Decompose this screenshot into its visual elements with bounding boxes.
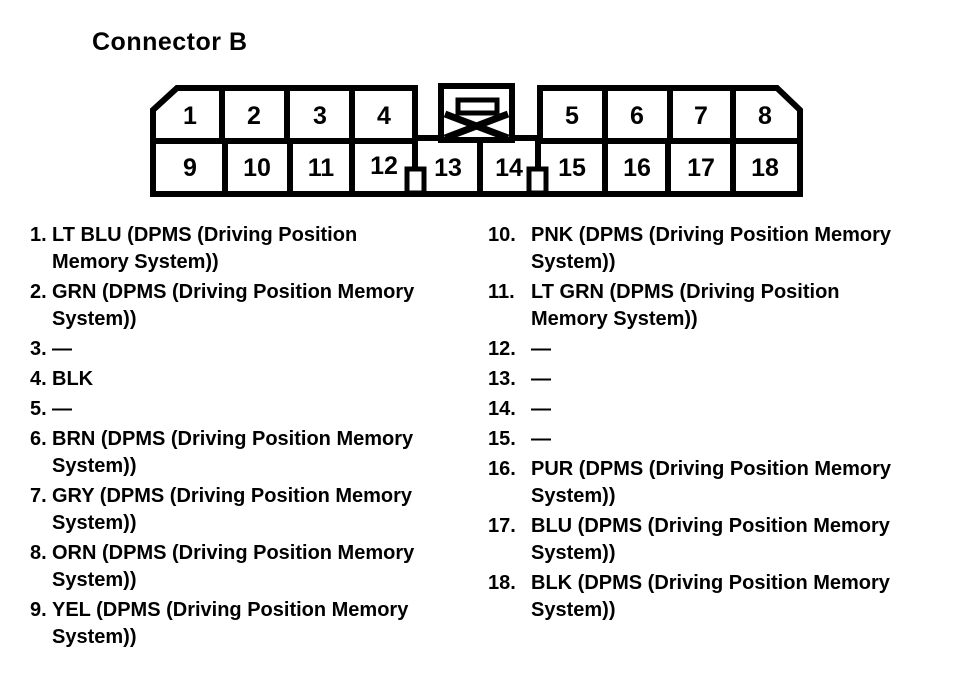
keying-notch — [526, 166, 549, 196]
legend-item: 18. BLK (DPMS (Driving Position Memory S… — [488, 570, 906, 624]
pin-number: 18 — [751, 154, 779, 182]
pin-number: 14 — [495, 154, 523, 182]
pin-number: 8 — [758, 102, 772, 130]
bottom-pin-row — [150, 135, 803, 197]
legend-item-text: LT BLU (DPMS (Driving Position Memory Sy… — [52, 224, 358, 273]
legend-item-number: 18. — [488, 572, 516, 594]
pin-number: 10 — [243, 154, 271, 182]
top-left-pin-block — [150, 85, 418, 144]
legend-item-text: — — [531, 368, 551, 390]
legend-item-number: 2. — [30, 281, 47, 303]
pin-number: 16 — [623, 154, 651, 182]
legend-item: 10. PNK (DPMS (Driving Position Memory S… — [488, 222, 906, 276]
legend-item-number: 10. — [488, 224, 516, 246]
legend-item: 1. LT BLU (DPMS (Driving Position Memory… — [30, 222, 427, 276]
legend-item: 3. — — [30, 336, 427, 363]
page-title: Connector B — [92, 28, 248, 56]
legend-item: 2. GRN (DPMS (Driving Position Memory Sy… — [30, 279, 427, 333]
legend-item-number: 12. — [488, 338, 516, 360]
legend-item-text: BLK — [52, 368, 94, 390]
legend-item-text: — — [531, 428, 551, 450]
top-right-pin-block — [537, 85, 803, 144]
legend-item-text: LT GRN (DPMS (Driving Position Memory Sy… — [531, 281, 840, 330]
legend-item-text: BRN (DPMS (Driving Position Memory Syste… — [52, 428, 414, 477]
legend-item: 12. — — [488, 336, 906, 363]
legend-item: 15. — — [488, 426, 906, 453]
legend-item: 16. PUR (DPMS (Driving Position Memory S… — [488, 456, 906, 510]
legend-item-number: 16. — [488, 458, 516, 480]
pin-number: 5 — [565, 102, 579, 130]
legend-item-text: PUR (DPMS (Driving Position Memory Syste… — [531, 458, 892, 507]
legend-item: 7. GRY (DPMS (Driving Position Memory Sy… — [30, 483, 427, 537]
legend-item-text: GRN (DPMS (Driving Position Memory Syste… — [52, 281, 415, 330]
pin-number: 12 — [370, 152, 398, 180]
connector-diagram: 1 2 3 4 5 6 7 8 9 10 11 12 13 14 15 16 1… — [150, 83, 803, 197]
legend-item: 5. — — [30, 396, 427, 423]
legend-item: 8. ORN (DPMS (Driving Position Memory Sy… — [30, 540, 427, 594]
latch-icon — [438, 83, 515, 143]
legend-item-number: 6. — [30, 428, 47, 450]
pin-number: 17 — [687, 154, 715, 182]
legend-item: 11. LT GRN (DPMS (Driving Position Memor… — [488, 279, 906, 333]
legend-item-number: 17. — [488, 515, 516, 537]
legend-item-number: 11. — [488, 281, 515, 303]
legend-item: 9. YEL (DPMS (Driving Position Memory Sy… — [30, 597, 427, 651]
pin-number: 1 — [183, 102, 197, 130]
pin-number: 7 — [694, 102, 708, 130]
legend-item-number: 14. — [488, 398, 516, 420]
legend-item-text: — — [52, 398, 72, 420]
legend-item-number: 13. — [488, 368, 516, 390]
legend-item-text: — — [531, 338, 551, 360]
pin-number: 15 — [558, 154, 586, 182]
legend-item-number: 1. — [30, 224, 47, 246]
legend-item-text: BLK (DPMS (Driving Position Memory Syste… — [531, 572, 890, 621]
legend-item-number: 8. — [30, 542, 47, 564]
pin-number: 13 — [434, 154, 462, 182]
legend-item-text: PNK (DPMS (Driving Position Memory Syste… — [531, 224, 892, 273]
legend-item-text: BLU (DPMS (Driving Position Memory Syste… — [531, 515, 890, 564]
keying-notch — [404, 166, 427, 196]
pin-number: 2 — [247, 102, 261, 130]
legend-item-text: ORN (DPMS (Driving Position Memory Syste… — [52, 542, 415, 591]
pin-number: 9 — [183, 154, 197, 182]
legend-item-number: 4. — [30, 368, 47, 390]
legend-item-text: YEL (DPMS (Driving Position Memory Syste… — [52, 599, 409, 648]
legend-item-number: 7. — [30, 485, 47, 507]
pin-number: 3 — [313, 102, 327, 130]
legend-item-number: 15. — [488, 428, 516, 450]
legend-item-text: GRY (DPMS (Driving Position Memory Syste… — [52, 485, 413, 534]
legend-item: 14. — — [488, 396, 906, 423]
legend-item: 4. BLK — [30, 366, 427, 393]
legend-item-number: 5. — [30, 398, 47, 420]
pin-legend-left: 1. LT BLU (DPMS (Driving Position Memory… — [30, 222, 427, 654]
pin-number: 11 — [308, 154, 335, 182]
pin-number: 6 — [630, 102, 644, 130]
legend-item-text: — — [52, 338, 72, 360]
legend-item-text: — — [531, 398, 551, 420]
legend-item-number: 3. — [30, 338, 47, 360]
legend-item-number: 9. — [30, 599, 47, 621]
legend-item: 13. — — [488, 366, 906, 393]
legend-item: 17. BLU (DPMS (Driving Position Memory S… — [488, 513, 906, 567]
pin-legend-right: 10. PNK (DPMS (Driving Position Memory S… — [488, 222, 906, 627]
legend-item: 6. BRN (DPMS (Driving Position Memory Sy… — [30, 426, 427, 480]
pin-number: 4 — [377, 102, 391, 130]
